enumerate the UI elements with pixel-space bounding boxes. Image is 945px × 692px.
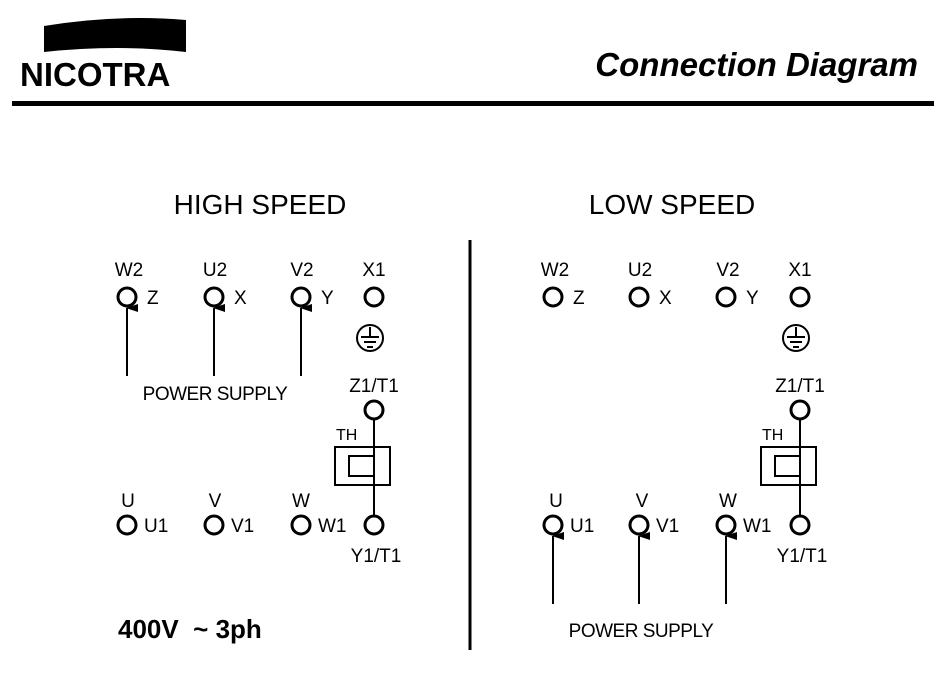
power-supply-label: POWER SUPPLY	[569, 621, 714, 642]
thermal-box	[334, 446, 391, 486]
low-speed-section: LOW SPEED W2 U2 V2 X1 Z X Y Z1/T1 TH Y1/…	[541, 189, 828, 642]
terminal-w2-icon	[542, 286, 564, 308]
terminal-label-x1: X1	[362, 260, 385, 281]
page-title: Connection Diagram	[595, 46, 918, 83]
terminal-y1t1-icon	[363, 514, 385, 536]
thermal-inner	[348, 455, 375, 477]
thermal-inner	[774, 455, 801, 477]
thermal-bottom-label: Y1/T1	[777, 546, 828, 567]
terminal-u1-icon	[116, 514, 138, 536]
terminal-side-u1: U1	[144, 516, 168, 537]
terminal-side-w1: W1	[743, 516, 772, 537]
terminal-y1t1-icon	[789, 514, 811, 536]
terminal-v1-icon	[203, 514, 225, 536]
high-speed-section: HIGH SPEED W2 U2 V2 X1 Z X Y POWER SUPPL…	[115, 189, 402, 644]
terminal-side-y: Y	[746, 288, 759, 309]
terminal-side-z: Z	[147, 288, 159, 309]
terminal-side-u1: U1	[570, 516, 594, 537]
thermal-label: TH	[336, 427, 357, 444]
terminal-u1-icon	[542, 514, 564, 536]
terminal-x1-icon	[363, 286, 385, 308]
terminal-label-u: U	[549, 491, 563, 512]
thermal-label: TH	[762, 427, 783, 444]
terminal-label-v2: V2	[290, 260, 313, 281]
terminal-v2-icon	[290, 286, 312, 308]
thermal-top-label: Z1/T1	[775, 376, 825, 397]
brand-name: NICOTRA	[20, 56, 170, 93]
voltage-label: 400V ~ 3ph	[118, 614, 262, 644]
terminal-side-x: X	[234, 288, 247, 309]
terminal-side-z: Z	[573, 288, 585, 309]
terminal-label-v2: V2	[716, 260, 739, 281]
terminal-w1-icon	[290, 514, 312, 536]
terminal-label-w: W	[719, 491, 737, 512]
section-title: HIGH SPEED	[174, 189, 347, 220]
terminal-w1-icon	[715, 514, 737, 536]
header: NICOTRA Connection Diagram	[12, 18, 934, 106]
terminal-label-w2: W2	[541, 260, 570, 281]
header-rule	[12, 101, 934, 106]
power-supply-label: POWER SUPPLY	[143, 384, 288, 405]
terminal-label-u2: U2	[628, 260, 652, 281]
terminal-u2-icon	[628, 286, 650, 308]
terminal-label-u: U	[121, 491, 135, 512]
terminal-w2-icon	[116, 286, 138, 308]
terminal-side-v1: V1	[656, 516, 679, 537]
thermal-bottom-label: Y1/T1	[351, 546, 402, 567]
terminal-label-x1: X1	[788, 260, 811, 281]
terminal-label-u2: U2	[203, 260, 227, 281]
terminal-label-v: V	[209, 491, 222, 512]
terminal-label-w: W	[292, 491, 310, 512]
thermal-box	[760, 446, 817, 486]
earth-ground-icon	[356, 324, 384, 352]
terminal-z1t1-icon	[363, 399, 385, 421]
terminal-side-v1: V1	[231, 516, 254, 537]
terminal-label-v: V	[636, 491, 649, 512]
terminal-side-w1: W1	[318, 516, 347, 537]
section-title: LOW SPEED	[589, 189, 755, 220]
nicotra-logo-swoosh-icon	[44, 18, 186, 52]
terminal-v1-icon	[628, 514, 650, 536]
terminal-x1-icon	[789, 286, 811, 308]
terminal-v2-icon	[715, 286, 737, 308]
terminal-z1t1-icon	[789, 399, 811, 421]
terminal-side-x: X	[659, 288, 672, 309]
terminal-side-y: Y	[321, 288, 334, 309]
thermal-top-label: Z1/T1	[349, 376, 399, 397]
earth-ground-icon	[782, 324, 810, 352]
terminal-u2-icon	[203, 286, 225, 308]
terminal-label-w2: W2	[115, 260, 144, 281]
